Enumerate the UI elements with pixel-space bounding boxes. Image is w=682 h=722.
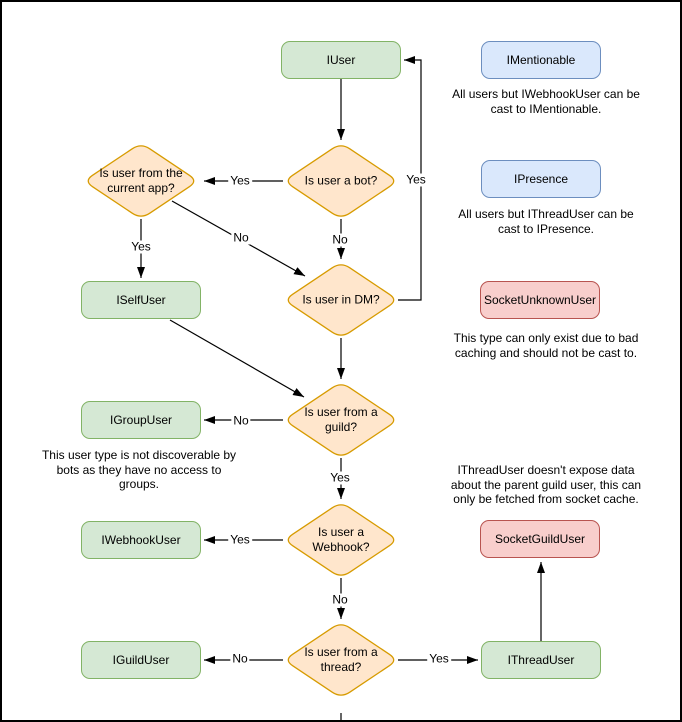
decision-bot-label: Is user a bot? [304, 173, 378, 188]
note-ipresence: All users but IThreadUser can be cast to… [458, 207, 634, 236]
note-igroupuser: This user type is not discoverable by bo… [41, 448, 237, 491]
node-iuser-label: IUser [326, 52, 356, 67]
node-iselfuser: ISelfUser [81, 281, 201, 319]
decision-webhook-diamond [287, 504, 395, 576]
decision-current-app-label: Is user from the current app? [99, 166, 183, 195]
decision-current-app-diamond [87, 145, 195, 217]
node-iwebhookuser-label: IWebhookUser [101, 532, 181, 547]
node-imentionable-label: IMentionable [506, 52, 576, 67]
decision-dm-label: Is user in DM? [302, 292, 380, 307]
note-ithreaduser: IThreadUser doesn't expose data about th… [450, 463, 642, 506]
node-iwebhookuser: IWebhookUser [81, 521, 201, 559]
node-ithreaduser: IThreadUser [481, 641, 601, 679]
note-socketunknownuser: This type can only exist due to bad cach… [453, 331, 639, 360]
decision-webhook-label: Is user a Webhook? [312, 525, 370, 554]
decision-dm-diamond [287, 264, 395, 336]
edge-iselfuser-to-guild [169, 319, 305, 398]
edge-label-thread-no: No [230, 651, 250, 666]
edge-label-guild-yes: Yes [328, 470, 352, 485]
decision-bot-diamond [287, 145, 395, 217]
node-socketguilduser-label: SocketGuildUser [494, 531, 586, 546]
node-igroupuser: IGroupUser [81, 401, 201, 439]
node-ithreaduser-label: IThreadUser [507, 652, 575, 667]
edge-label-webhook-no: No [330, 592, 350, 607]
edge-label-bot-yes: Yes [228, 173, 252, 188]
node-ipresence: IPresence [481, 160, 601, 198]
decision-guild-label: Is user from a guild? [304, 405, 378, 434]
node-iguilduser: IGuildUser [81, 641, 201, 679]
node-iguilduser-label: IGuildUser [112, 652, 170, 667]
edge-label-guild-no: No [231, 413, 251, 428]
node-iuser: IUser [281, 41, 401, 79]
node-igroupuser-label: IGroupUser [109, 412, 173, 427]
edge-label-dm-yes: Yes [404, 172, 428, 187]
node-iselfuser-label: ISelfUser [116, 292, 166, 307]
edge-label-current-app-no: No [231, 230, 251, 245]
edge-label-current-app-yes: Yes [129, 239, 153, 254]
node-socketunknownuser-label: SocketUnknownUser [483, 292, 597, 307]
node-imentionable: IMentionable [481, 41, 601, 79]
decision-thread-diamond [287, 624, 395, 696]
node-socketunknownuser: SocketUnknownUser [480, 281, 600, 319]
node-socketguilduser: SocketGuildUser [480, 520, 600, 558]
decision-thread-label: Is user from a thread? [304, 645, 378, 674]
edge-label-bot-no: No [330, 232, 350, 247]
decision-guild-diamond [287, 384, 395, 456]
edge-label-webhook-yes: Yes [228, 532, 252, 547]
edge-label-thread-yes: Yes [427, 651, 451, 666]
node-ipresence-label: IPresence [513, 171, 569, 186]
note-imentionable: All users but IWebhookUser can be cast t… [452, 87, 640, 116]
